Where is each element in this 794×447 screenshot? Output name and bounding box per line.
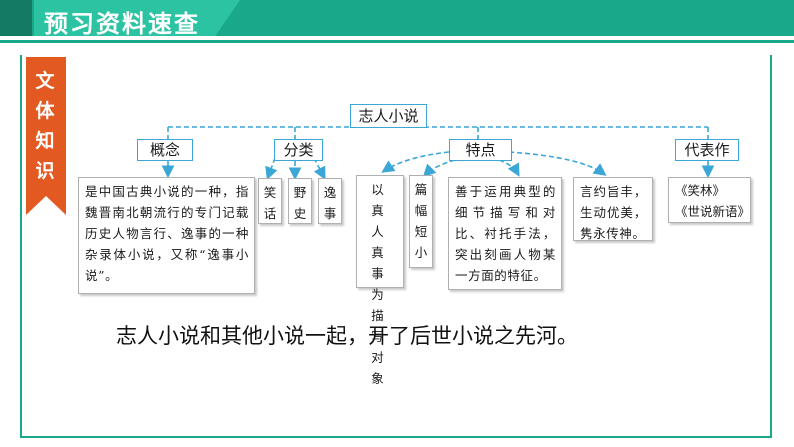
branch-classify-node: 分类 bbox=[274, 139, 323, 161]
header-left-block bbox=[0, 0, 32, 36]
connector-classify-1 bbox=[265, 157, 278, 181]
classify-item-box: 笑话 bbox=[258, 178, 282, 224]
concept-definition-text: 是中国古典小说的一种，指魏晋南北朝流行的专门记载历史人物言行、逸事的一种杂录体小… bbox=[85, 184, 249, 283]
branch-features-node: 特点 bbox=[449, 139, 512, 161]
page-title: 预习资料速查 bbox=[44, 10, 200, 38]
classify-item-box: 野史 bbox=[288, 178, 312, 224]
header-bar: 预习资料速查 bbox=[0, 0, 794, 44]
content-frame bbox=[20, 55, 772, 438]
works-line: 《笑林》 bbox=[675, 183, 726, 198]
branch-works-node: 代表作 bbox=[675, 139, 739, 161]
ribbon-label: 文体知识 bbox=[35, 70, 55, 182]
feature-text-technique: 善于运用典型的细节描写和对比、衬托手法，突出刻画人物某一方面的特征。 bbox=[455, 184, 556, 283]
works-line: 《世说新语》 bbox=[675, 204, 751, 219]
feature-box-length: 篇幅短小 bbox=[409, 175, 433, 268]
classify-item-text: 笑话 bbox=[263, 185, 277, 221]
connector-features-1 bbox=[381, 151, 450, 173]
connector-features-3 bbox=[498, 159, 520, 177]
feature-text-length: 篇幅短小 bbox=[414, 182, 428, 260]
classify-item-text: 野史 bbox=[293, 185, 307, 221]
works-box: 《笑林》 《世说新语》 bbox=[668, 177, 751, 223]
classify-item-box: 逸事 bbox=[318, 178, 342, 224]
header-title-tab bbox=[34, 0, 240, 36]
feature-box-technique: 善于运用典型的细节描写和对比、衬托手法，突出刻画人物某一方面的特征。 bbox=[448, 177, 562, 290]
connector-features-4 bbox=[508, 151, 607, 176]
section-ribbon bbox=[26, 57, 66, 215]
feature-box-subject: 以真人真事为描写对象 bbox=[356, 175, 404, 386]
feature-box-style: 言约旨丰，生动优美，隽永传神。 bbox=[573, 177, 653, 241]
summary-sentence: 志人小说和其他小说一起，开了后世小说之先河。 bbox=[116, 324, 578, 348]
feature-text-style: 言约旨丰，生动优美，隽永传神。 bbox=[580, 184, 647, 241]
connector-classify-3 bbox=[313, 157, 326, 180]
mindmap-root-node: 志人小说 bbox=[350, 104, 427, 128]
feature-text-subject: 以真人真事为描写对象 bbox=[371, 182, 389, 386]
header-underline bbox=[0, 40, 794, 43]
branch-concept-node: 概念 bbox=[137, 139, 193, 161]
classify-item-text: 逸事 bbox=[323, 185, 337, 221]
connector-features-2 bbox=[422, 159, 456, 178]
concept-definition-box: 是中国古典小说的一种，指魏晋南北朝流行的专门记载历史人物言行、逸事的一种杂录体小… bbox=[78, 177, 255, 294]
